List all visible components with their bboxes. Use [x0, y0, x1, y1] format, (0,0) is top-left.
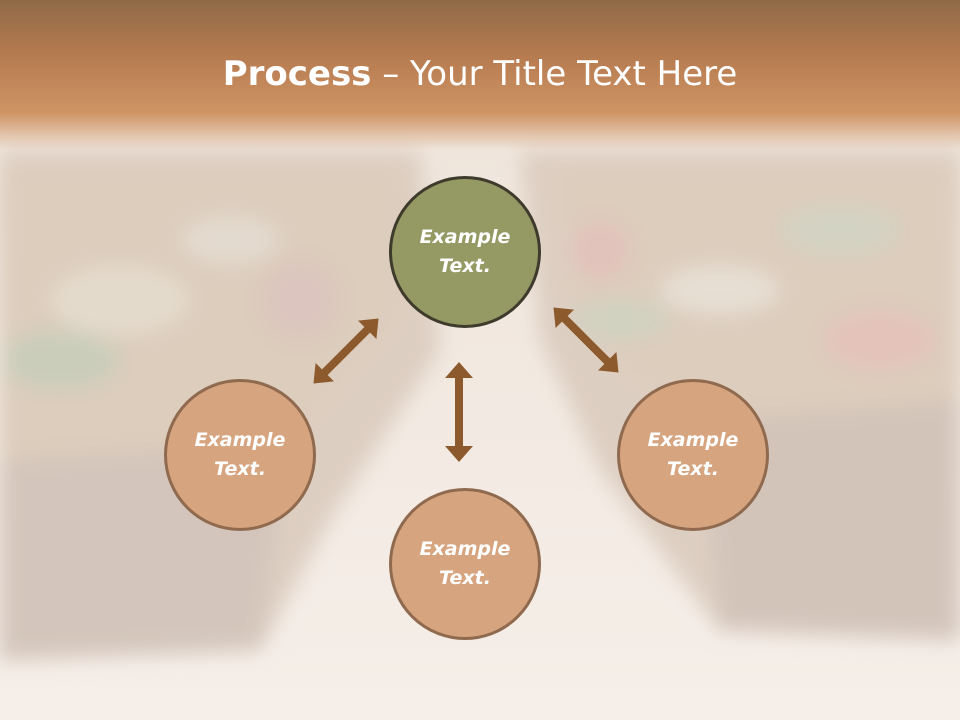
- slide-title: Process – Your Title Text Here: [0, 52, 960, 96]
- title-bar: [0, 0, 960, 150]
- title-bold: Process: [222, 54, 372, 94]
- left-circle: Example Text.: [164, 379, 316, 531]
- center-circle-text: Example Text.: [419, 226, 511, 277]
- title-rest: – Your Title Text Here: [371, 54, 738, 94]
- center-circle: Example Text.: [389, 176, 541, 328]
- bottom-circle-text: Example Text.: [419, 538, 511, 589]
- right-circle: Example Text.: [617, 379, 769, 531]
- bottom-circle: Example Text.: [389, 488, 541, 640]
- right-circle-text: Example Text.: [647, 429, 739, 480]
- left-circle-text: Example Text.: [194, 429, 286, 480]
